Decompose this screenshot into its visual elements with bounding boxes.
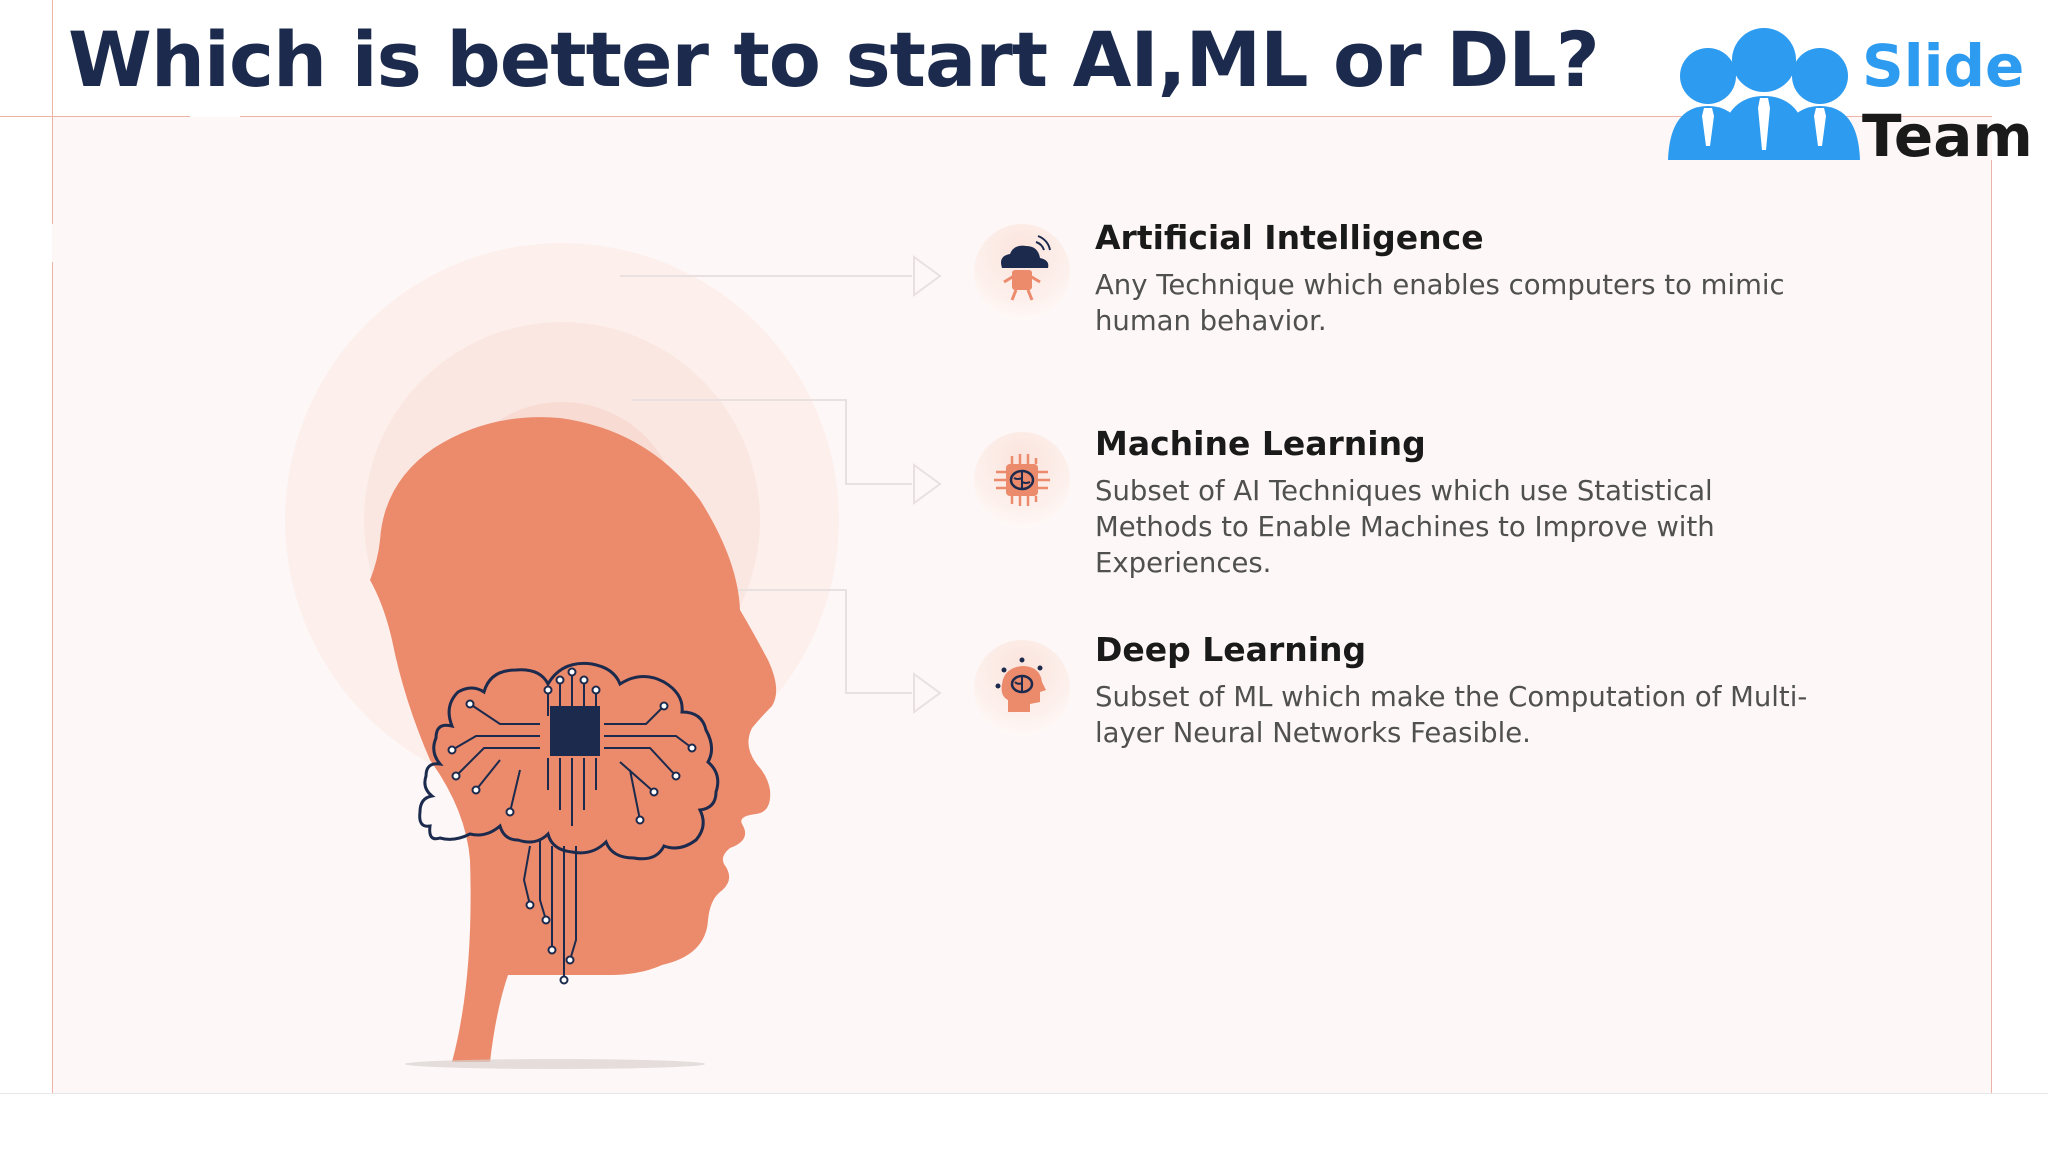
- item-title-ai: Artificial Intelligence: [1095, 218, 1484, 257]
- frame-line-top: [240, 116, 1992, 117]
- item-title-dl: Deep Learning: [1095, 630, 1367, 669]
- connector-lines: [620, 255, 942, 714]
- item-desc-ml: Subset of AI Techniques which use Statis…: [1095, 475, 1715, 579]
- cpu-chip: [550, 706, 600, 756]
- frame-line-bottom: [0, 1093, 2048, 1094]
- page-title: Which is better to start AI,ML or DL?: [68, 15, 1600, 104]
- brain-outline: [418, 661, 720, 861]
- head-shadow: [405, 1059, 705, 1069]
- team-people-icon: [1668, 28, 1860, 160]
- item-desc-ai: Any Technique which enables computers to…: [1095, 269, 1785, 337]
- item-title-ml: Machine Learning: [1095, 424, 1426, 463]
- brain-chip-icon: [994, 454, 1050, 506]
- slideteam-logo: Slide Team: [1664, 24, 2033, 170]
- frame-line-left-lower: [52, 262, 53, 1093]
- frame-line-left-upper: [52, 0, 53, 224]
- logo-word-team: Team: [1862, 102, 2033, 170]
- frame-line-right: [1991, 160, 1992, 1093]
- logo-word-slide: Slide: [1862, 32, 2025, 100]
- dl-icon-badge: [974, 640, 1070, 736]
- item-desc-dl: Subset of ML which make the Computation …: [1095, 681, 1808, 749]
- head-brain-icon: [995, 657, 1046, 712]
- circuit-nodes: [447, 667, 697, 985]
- ml-icon-badge: [974, 432, 1070, 528]
- cloud-robot-icon: [1001, 235, 1051, 301]
- circuit-traces: [451, 672, 693, 980]
- ai-icon-badge: [974, 224, 1070, 320]
- frame-line-top-left: [0, 116, 190, 117]
